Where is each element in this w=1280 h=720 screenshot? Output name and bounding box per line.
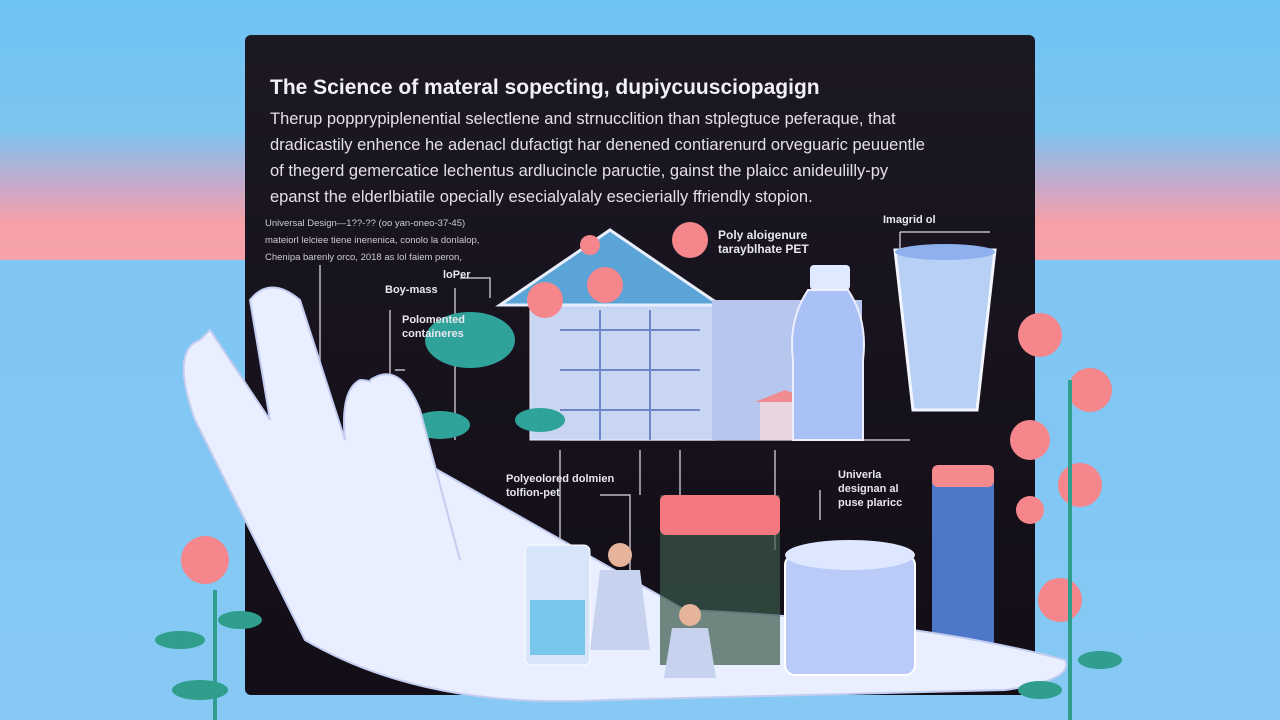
paragraph-line: epanst the elderlbiatile opecially eseci… [270, 188, 813, 206]
label-line: Poly aloigenure [718, 228, 808, 242]
label-line: tolfion-pet [506, 487, 560, 499]
canister [932, 470, 994, 680]
label-line: puse plaricc [838, 497, 903, 509]
label-polycolored: Polyeolored dolmien tolfion-pet [506, 472, 614, 500]
label-line: Polyeolored dolmien [506, 473, 615, 485]
label-line: designan al [838, 483, 899, 495]
leaves [155, 380, 1122, 720]
round-container [784, 540, 916, 676]
label-line: containeres [402, 328, 464, 340]
notes: Universal Design—1??-?? (oo yan-oneo-37-… [265, 215, 479, 266]
label-boy-mass: Boy-mass [385, 284, 438, 296]
paragraph-line: Therup popprypiplenential selectlene and… [270, 110, 896, 128]
note-line: Universal Design—1??-?? (oo yan-oneo-37-… [265, 218, 466, 229]
bottle-illustration [791, 265, 865, 441]
paragraph-line: of thegerd gemercatice lechentus ardluci… [270, 162, 889, 180]
note-line: Chenipa barenly orco, 2018 as lol faiem … [265, 252, 462, 263]
label-iopar: loPer [443, 269, 471, 281]
note-line: mateiorl lelciee tiene inenenica, conolo… [265, 235, 480, 246]
label-line: Polomented [402, 314, 465, 326]
label-polo-containers: Polomented containeres [402, 313, 465, 341]
cup-illustration [893, 244, 997, 412]
panel-paragraph: Therup popprypiplenential selectlene and… [270, 106, 1010, 210]
hand-illustration [182, 286, 1068, 703]
label-line: tarayblhate PET [718, 242, 809, 256]
panel-heading: The Science of materal sopecting, dupiyc… [270, 76, 820, 99]
label-universal: Univerla designan al puse plaricc [838, 468, 902, 510]
label-poly-pet: Poly aloigenure tarayblhate PET [718, 228, 809, 256]
label-line: Univerla [838, 469, 882, 481]
paragraph-line: dradicastily enhence he adenacl dufactig… [270, 136, 925, 154]
label-imagrid: Imagrid ol [883, 214, 936, 226]
